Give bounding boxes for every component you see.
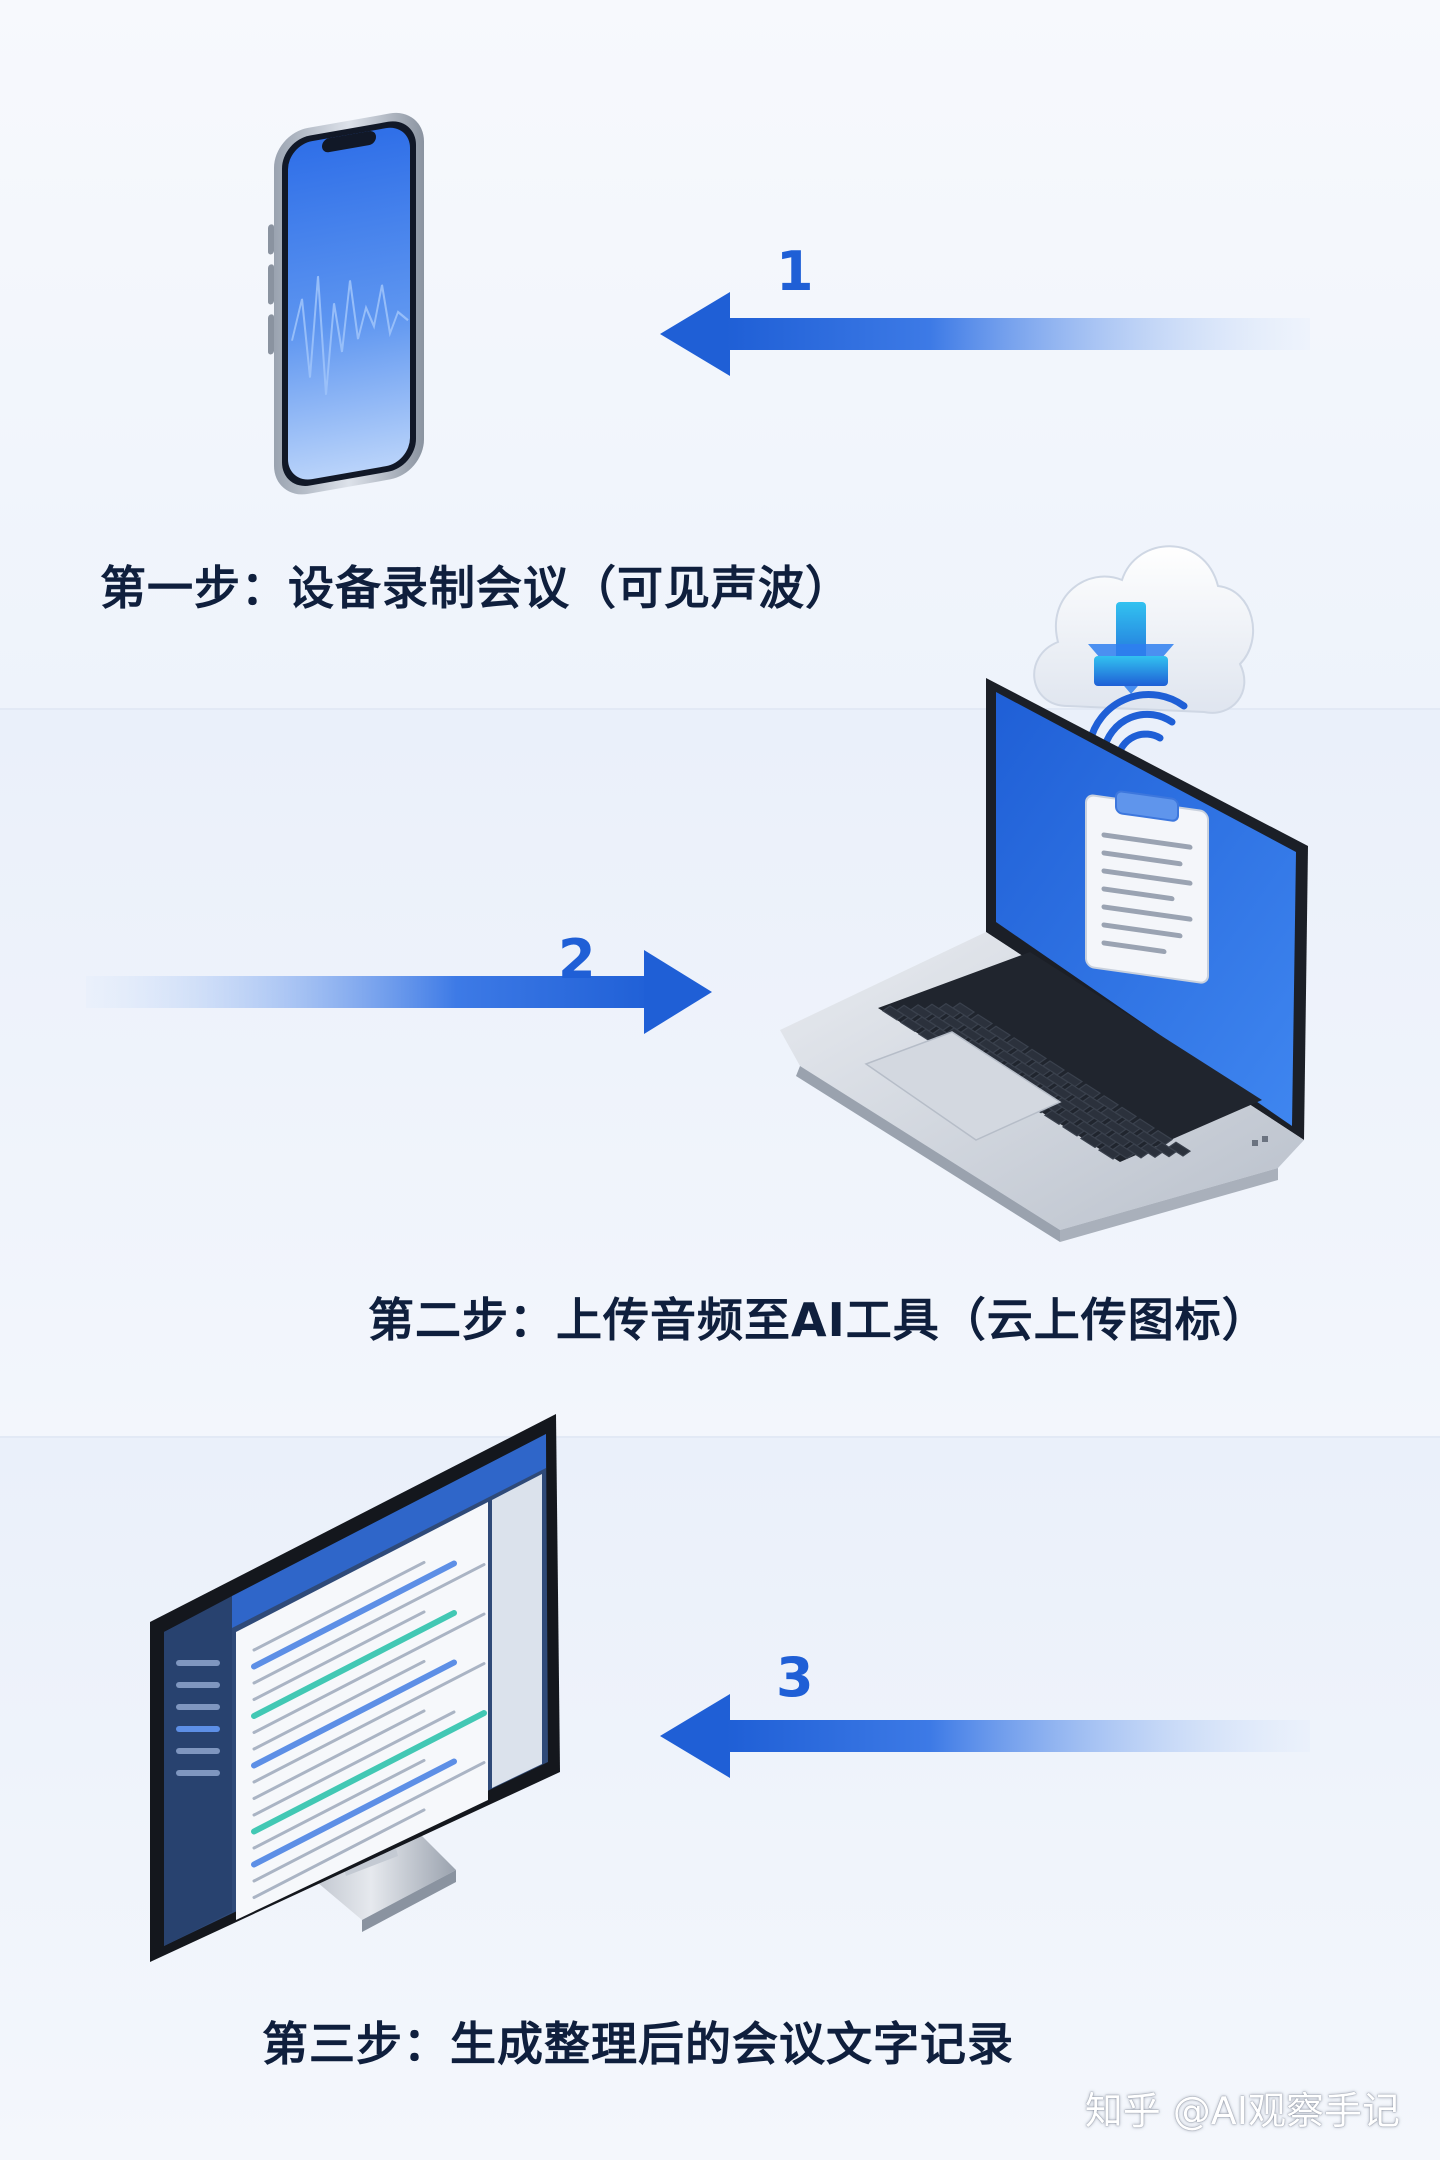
step-1-caption: 第一步：设备录制会议（可见声波） <box>100 561 852 615</box>
step-1-arrow <box>660 292 1310 376</box>
desktop-monitor-icon <box>150 1414 560 1962</box>
smartphone-icon <box>268 112 424 495</box>
step-3-arrow <box>660 1694 1310 1778</box>
watermark: 知乎 @AI观察手记 <box>1084 2089 1400 2133</box>
step-1-number: 1 <box>776 240 814 303</box>
step-2-arrow <box>86 950 712 1034</box>
section-divider <box>0 708 1440 710</box>
step-3-caption: 第三步：生成整理后的会议文字记录 <box>262 2017 1014 2071</box>
step-2-number: 2 <box>558 928 596 991</box>
section-divider <box>0 1436 1440 1438</box>
step-2-caption: 第二步：上传音频至AI工具（云上传图标） <box>368 1293 1269 1347</box>
step-3-number: 3 <box>776 1646 814 1709</box>
clipboard-document-icon <box>1085 790 1209 984</box>
cloud-upload-icon <box>1033 545 1254 714</box>
